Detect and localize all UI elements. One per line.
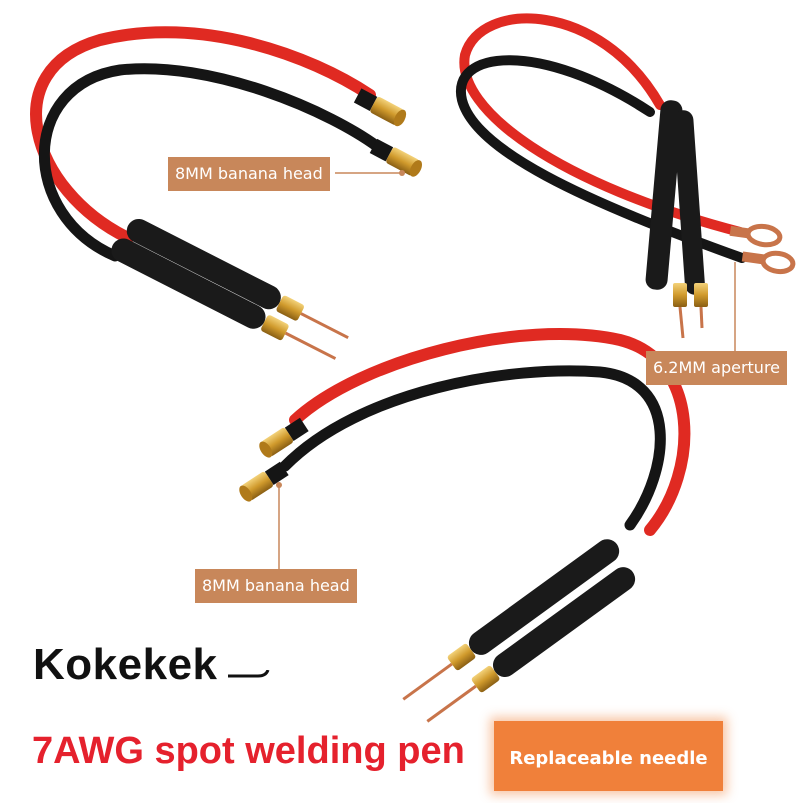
needle-right	[699, 306, 704, 329]
banana-connector-upper	[353, 88, 407, 127]
ring-terminal-upper	[729, 223, 783, 248]
callout-dot	[276, 482, 282, 488]
pen-handle-left	[645, 100, 683, 290]
pen-handle-right	[673, 110, 705, 295]
pen-handle-lower	[111, 238, 337, 360]
banana-head-label-bottom: 8MM banana head	[195, 569, 357, 603]
badge-label: Replaceable needle	[509, 748, 708, 769]
black-cable	[279, 365, 666, 531]
banana-connector-lower	[239, 461, 289, 502]
black-cable	[455, 55, 747, 263]
banana-head-label-top: 8MM banana head	[168, 157, 330, 191]
brand-swash-icon	[228, 670, 270, 678]
red-cable	[289, 328, 691, 536]
callout-dot	[399, 170, 405, 176]
pen-handle-upper	[402, 539, 620, 701]
red-cable	[30, 26, 376, 244]
pen-pair-top-right	[455, 13, 796, 353]
brand-name: Kokekek	[33, 640, 218, 689]
ring-terminal-lower	[741, 250, 796, 275]
red-cable	[459, 13, 745, 237]
black-cable	[38, 63, 388, 262]
pen-pair-bottom	[239, 328, 691, 723]
pen-handle-upper	[126, 218, 349, 339]
brass-tip-left	[673, 283, 687, 307]
product-title: 7AWG spot welding pen	[32, 730, 465, 772]
pen-pair-top-left	[30, 26, 423, 360]
banana-connector-upper	[259, 417, 309, 458]
brass-tip-right	[694, 283, 708, 307]
replaceable-needle-badge: Replaceable needle	[494, 721, 723, 791]
aperture-label: 6.2MM aperture	[646, 351, 788, 385]
pen-handle-lower	[426, 567, 636, 723]
needle-left	[678, 306, 685, 339]
banana-connector-lower	[369, 138, 423, 177]
